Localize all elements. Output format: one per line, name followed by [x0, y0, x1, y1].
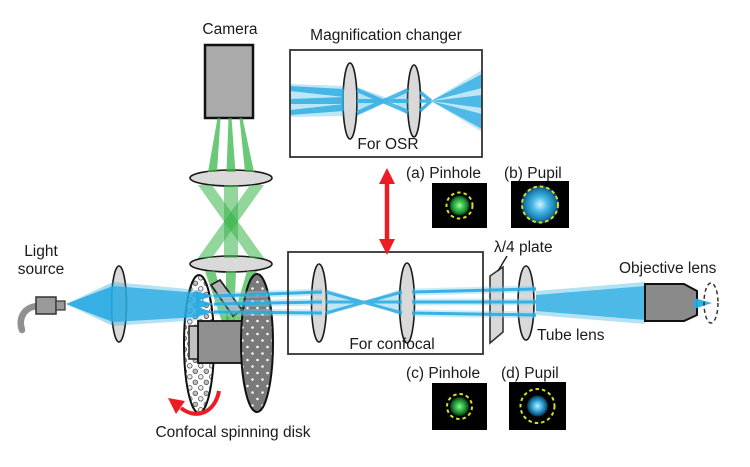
dashed-ring-b	[521, 185, 559, 224]
dichroic-mirror	[209, 278, 244, 318]
disk-rotation-arrow	[168, 390, 221, 416]
panel-d-label: (d) Pupil	[501, 365, 559, 382]
dashed-ring-c	[446, 393, 473, 420]
light-source-label: Light source	[6, 243, 76, 279]
excitation-beam-left	[66, 282, 214, 326]
confocal-spinning-disk-label: Confocal spinning disk	[155, 424, 311, 441]
osr-beam	[290, 70, 482, 132]
light-source-label-line1: Light	[24, 243, 58, 260]
camera-box	[203, 43, 255, 120]
objective-focus-cone	[694, 298, 712, 309]
excitation-beam-bench	[213, 282, 645, 324]
pinhole-spot-a	[449, 195, 470, 216]
camera-relay-lens-upper	[189, 169, 273, 187]
pinhole-disk	[240, 273, 274, 413]
magnification-changer-box	[289, 49, 483, 158]
for-confocal-label: For confocal	[349, 336, 435, 353]
tube-lens-label: Tube lens	[537, 327, 605, 344]
light-source-fiber	[17, 296, 66, 334]
panel-b-pupil-image	[511, 181, 569, 228]
for-osr-label: For OSR	[357, 136, 419, 153]
objective-lens-label: Objective lens	[619, 260, 717, 277]
dashed-ring-d	[519, 388, 556, 424]
camera-label: Camera	[202, 21, 258, 38]
objective-front-dashed-ellipse	[703, 282, 719, 324]
panel-a-pinhole-image	[432, 183, 487, 228]
camera-relay-lens-lower	[189, 255, 273, 273]
disk-motor	[197, 320, 245, 364]
module-swap-arrow	[379, 168, 395, 255]
light-source-label-line2: source	[17, 261, 65, 278]
pupil-spot-d	[527, 395, 548, 417]
objective-lens-body	[644, 283, 698, 322]
panel-c-label: (c) Pinhole	[406, 365, 481, 382]
magnification-changer-label: Magnification changer	[310, 27, 462, 44]
osr-lens-2	[406, 64, 422, 138]
pupil-spot-b	[521, 185, 559, 224]
panel-d-pupil-image	[509, 382, 566, 430]
quarter-wave-plate-label: λ/4 plate	[494, 239, 553, 256]
osr-lens-1	[342, 62, 358, 140]
quarter-wave-plate-pointer-line	[497, 255, 508, 272]
dashed-ring-a	[445, 191, 474, 220]
panel-b-label: (b) Pupil	[504, 165, 562, 182]
panel-a-label: (a) Pinhole	[406, 165, 481, 182]
pinhole-spot-c	[450, 397, 469, 416]
panel-c-pinhole-image	[432, 383, 487, 430]
